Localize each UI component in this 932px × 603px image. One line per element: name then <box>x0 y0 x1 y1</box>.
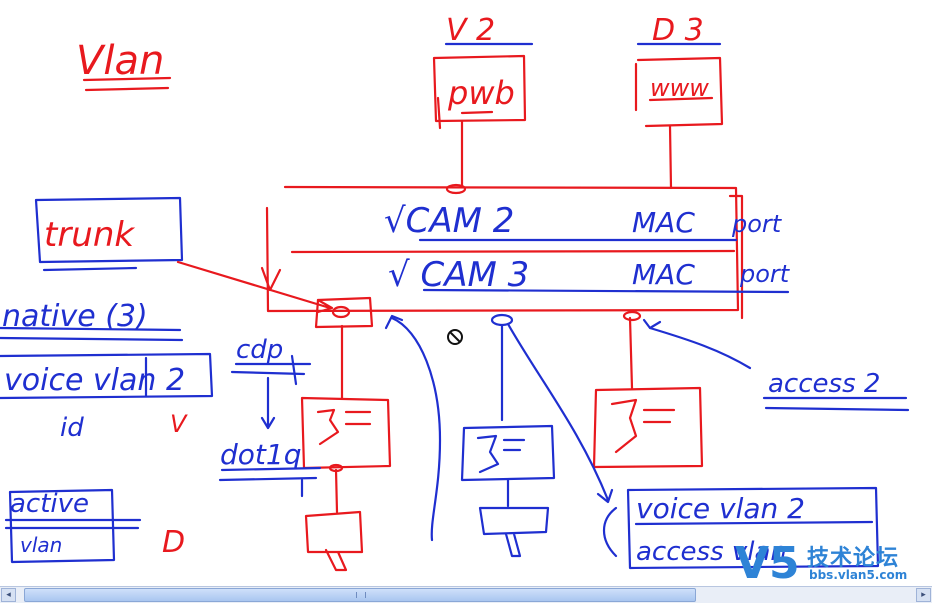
horizontal-scrollbar[interactable]: ◂ ▸ <box>0 586 932 603</box>
switch-box <box>265 185 740 313</box>
port-square <box>314 296 374 329</box>
v-note: V <box>170 410 188 438</box>
voice-access-box <box>626 486 880 570</box>
pwb-vlan-label: V 2 <box>446 13 495 48</box>
ip-phone-box-middle <box>460 424 556 482</box>
active-box <box>8 488 116 564</box>
watermark-site-name: 技术论坛 <box>807 546 900 571</box>
cam-row-1-port: port <box>731 210 783 238</box>
scrollbar-track[interactable] <box>17 588 915 602</box>
watermark-url: bbs.vlan5.com <box>809 568 908 582</box>
cam-row-1-mac: MAC <box>632 206 695 239</box>
www-box <box>634 56 724 128</box>
scroll-left-button[interactable]: ◂ <box>1 588 16 602</box>
voice-vlan-label: voice vlan 2 <box>4 363 185 398</box>
cdp-label: cdp <box>236 335 283 365</box>
ip-phone-box <box>300 396 392 470</box>
vlan-small-label: vlan <box>20 533 62 557</box>
cam-row-2-mac: MAC <box>632 258 695 291</box>
watermark: V5 技术论坛 bbs.vlan5.com <box>733 536 932 589</box>
access-label: access 2 <box>768 369 880 399</box>
red-ink-layer <box>82 54 744 572</box>
active-label: active <box>10 489 89 519</box>
grip-icon <box>356 592 366 598</box>
scroll-right-button[interactable]: ▸ <box>916 588 931 602</box>
pc-red <box>304 510 364 572</box>
pc-blue <box>478 506 550 558</box>
voice-vlan-note: voice vlan 2 <box>636 492 805 525</box>
v5-logo-icon: V5 <box>735 538 800 589</box>
id-note: id <box>60 413 84 443</box>
dot1q-label: dot1q <box>220 438 301 471</box>
scrollbar-thumb[interactable] <box>24 588 696 602</box>
trunk-box <box>34 196 184 272</box>
svg-text:V5: V5 <box>735 538 800 586</box>
www-box-label: www <box>650 74 709 102</box>
pwb-box <box>432 54 527 130</box>
access-vlan-note: access vlan <box>636 537 787 567</box>
voice-vlan-box <box>0 352 214 400</box>
pwb-box-label: pwb <box>447 74 515 112</box>
cursor-not-allowed-icon <box>447 329 463 345</box>
ip-phone-box-right <box>592 386 704 469</box>
d-note: D <box>162 525 185 560</box>
trunk-label: trunk <box>44 215 135 255</box>
native-label: native (3) <box>2 299 148 334</box>
cam-row-2: √ CAM 3 <box>388 255 529 295</box>
blue-ink-layer <box>0 42 910 570</box>
whiteboard-canvas: Vlan V 2 pwb D 3 www √CAM 2 MAC port √ C… <box>0 13 910 572</box>
cam-row-1: √CAM 2 <box>384 201 514 241</box>
title-vlan: Vlan <box>76 38 164 84</box>
www-vlan-label: D 3 <box>652 13 704 48</box>
cam-row-2-port: port <box>739 260 791 288</box>
